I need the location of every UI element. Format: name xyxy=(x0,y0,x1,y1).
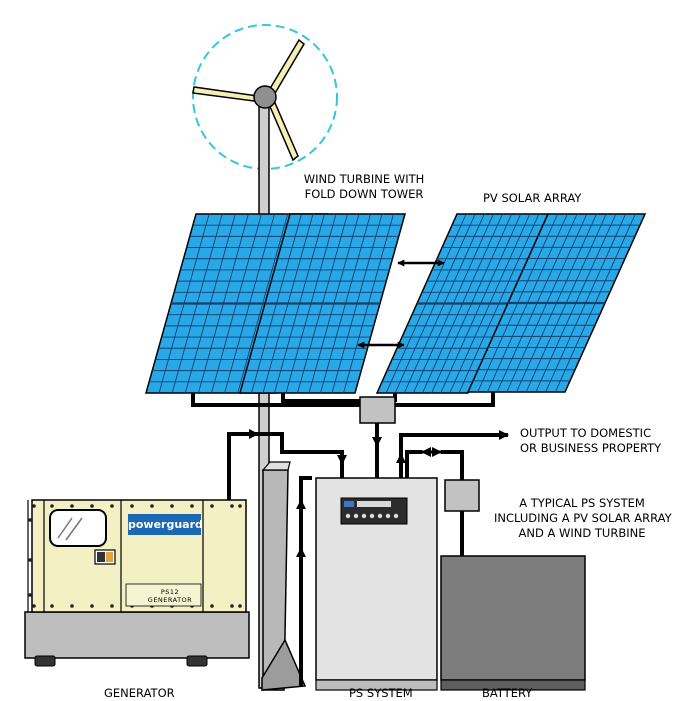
pv-solar-array xyxy=(145,213,647,394)
turbine-hub xyxy=(253,85,277,109)
wind-turbine-label-line-2: FOLD DOWN TOWER xyxy=(304,187,424,201)
output-wire xyxy=(399,430,509,478)
ps-buttons xyxy=(345,513,399,519)
battery-label: BATTERY xyxy=(482,686,533,700)
battery-link-wire xyxy=(405,450,422,478)
wiring xyxy=(191,259,509,686)
wind-turbine-label: WIND TURBINE WITH FOLD DOWN TOWER xyxy=(300,172,428,202)
output-label-line-1: OUTPUT TO DOMESTIC xyxy=(520,426,652,440)
typical-system-label-line-1: A TYPICAL PS SYSTEM xyxy=(519,496,645,510)
ps-display xyxy=(357,501,391,507)
pv-solar-array-label: PV SOLAR ARRAY xyxy=(483,191,582,205)
tower-fold-hinge xyxy=(261,461,307,691)
battery xyxy=(440,479,586,691)
generator-feed-wire xyxy=(227,429,259,500)
generator-model-line-1: PS12 xyxy=(160,588,180,596)
generator-window xyxy=(49,509,107,547)
panel-wire-right xyxy=(395,392,495,407)
output-label: OUTPUT TO DOMESTIC OR BUSINESS PROPERTY xyxy=(520,426,661,456)
generator-model-line-2: GENERATOR xyxy=(147,596,193,604)
generator-base xyxy=(24,611,250,659)
typical-system-label-line-3: AND A WIND TURBINE xyxy=(518,526,646,540)
generator xyxy=(24,499,250,667)
wind-turbine xyxy=(192,24,338,689)
pv-panel-3 xyxy=(375,213,550,394)
ps-system-label: PS SYSTEM xyxy=(349,686,413,700)
panel-wire-mid-left xyxy=(281,393,360,403)
generator-model-label: PS12 GENERATOR xyxy=(140,588,200,604)
generator-label: GENERATOR xyxy=(104,686,175,700)
pv-panel-4 xyxy=(466,213,647,393)
output-label-line-2: OR BUSINESS PROPERTY xyxy=(520,441,662,455)
wind-turbine-label-line-1: WIND TURBINE WITH xyxy=(303,172,425,186)
generator-brand-plate: powerguard xyxy=(128,514,203,535)
panel-wire-left xyxy=(191,393,360,407)
typical-system-label: A TYPICAL PS SYSTEM INCLUDING A PV SOLAR… xyxy=(494,496,672,541)
junction-box xyxy=(359,396,396,424)
typical-system-label-line-2: INCLUDING A PV SOLAR ARRAY xyxy=(494,511,672,525)
ps-system-cabinet xyxy=(315,477,438,691)
battery-charge-controller xyxy=(444,479,480,512)
